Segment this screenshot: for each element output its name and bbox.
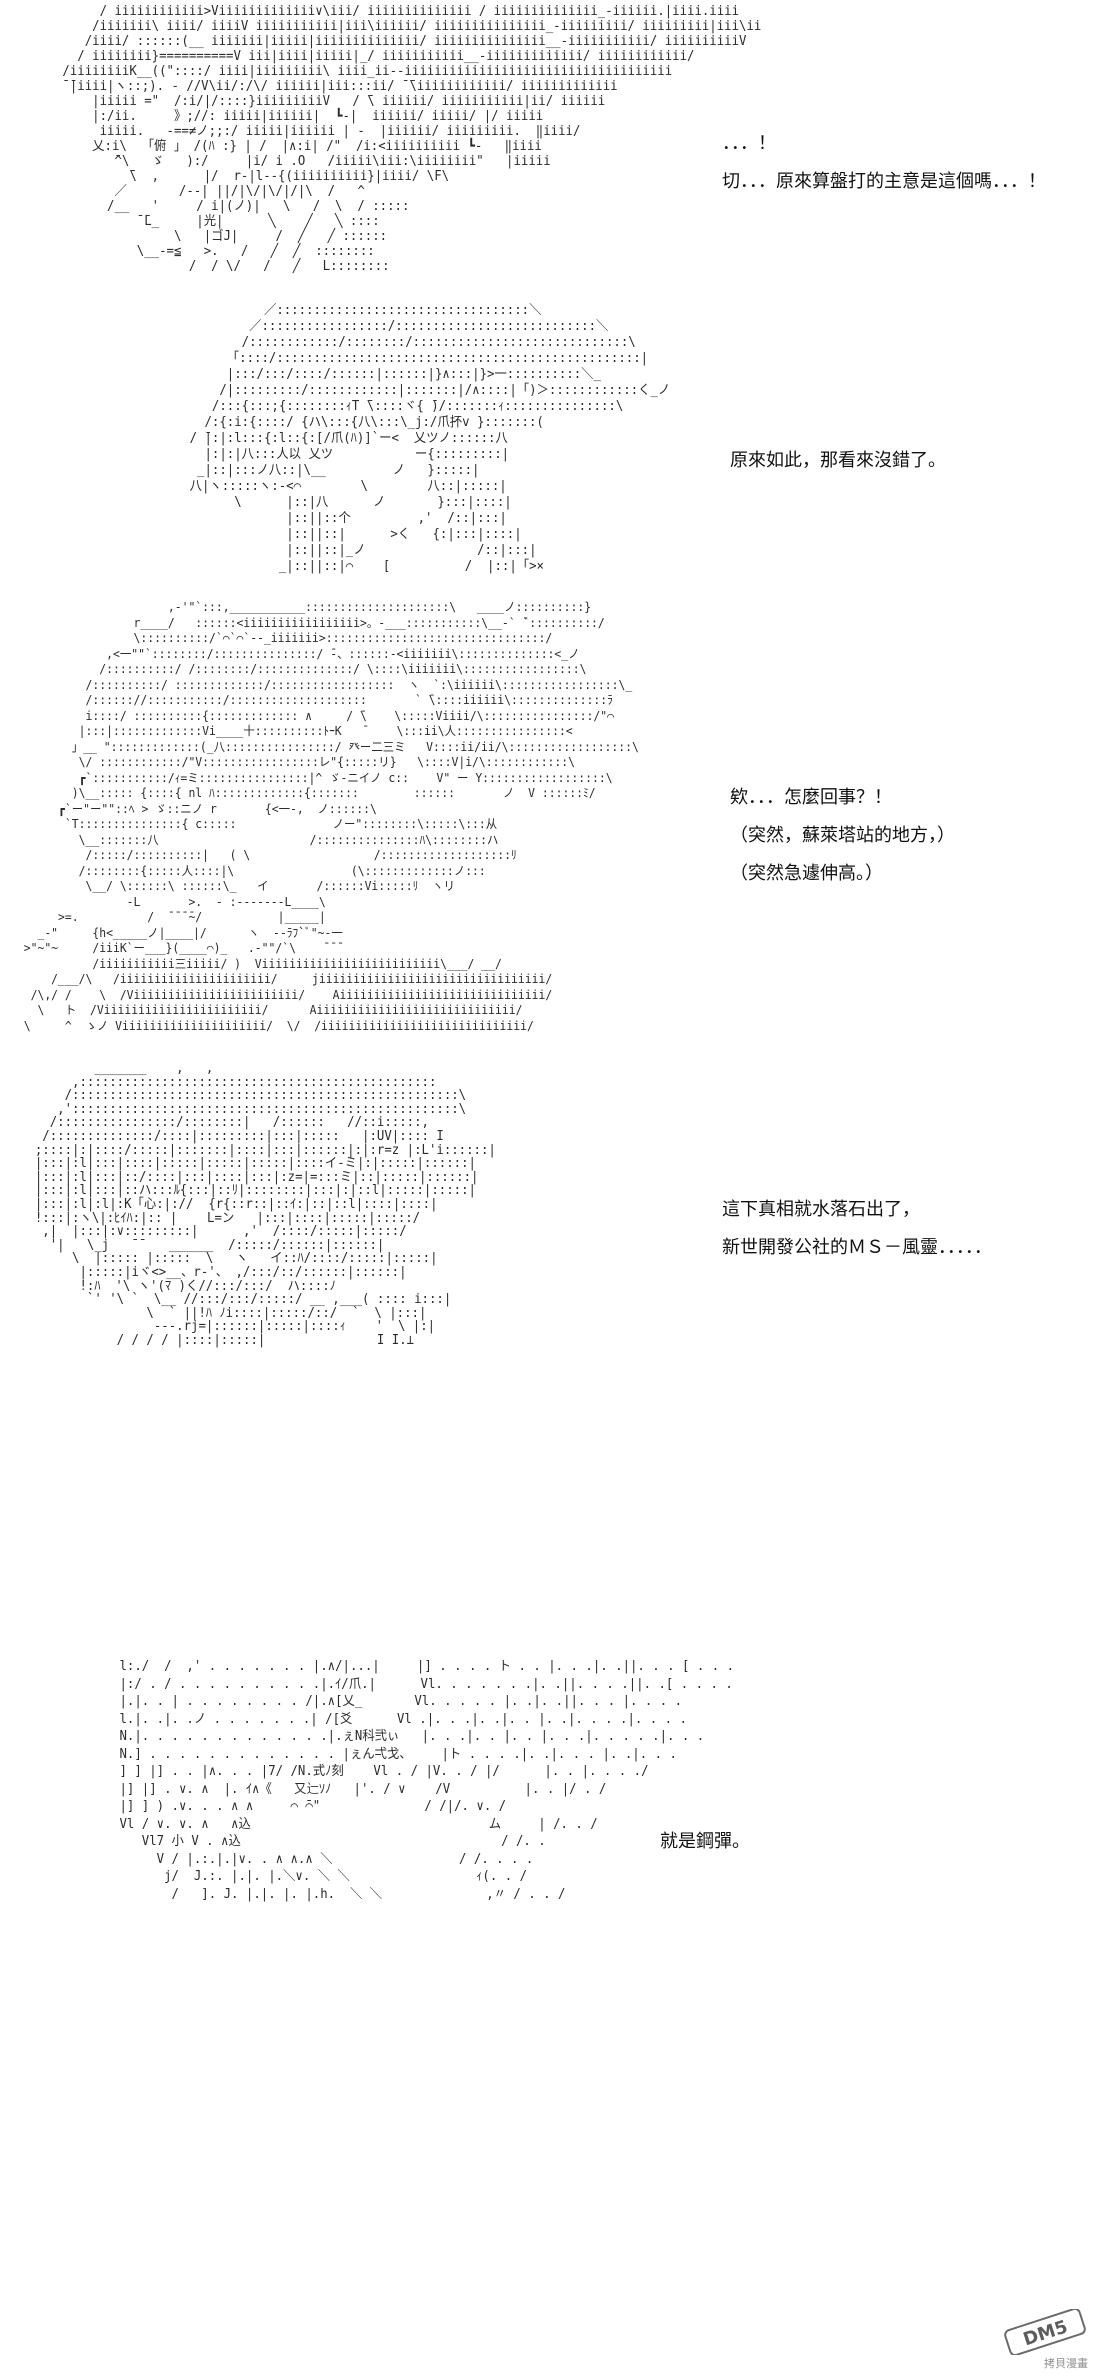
ascii-art-girl-downcast: _______ , , ,:::::::::::::::::::::::::::… (34, 1061, 496, 1348)
dialogue-box: 欸．．．怎麼回事？！ （突然，蘇萊塔站的地方，） （突然急遽伸高。） (730, 784, 955, 888)
watermark-caption: 拷貝漫畫 (1044, 2357, 1088, 2370)
ascii-art-girl: ／::::::::::::::::::::::::::::::::::＼ ／::… (189, 303, 671, 574)
dialogue-line: 原來如此，那看來沒錯了。 (730, 450, 946, 471)
dialogue-line: 切．．．原來算盤打的主意是這個嗎．．．！ (722, 171, 1046, 192)
manga-panel-3: ,-'"`:::,___________::::::::::::::::::::… (0, 598, 1100, 1048)
dialogue-line: 這下真相就水落石出了， (722, 1199, 920, 1220)
dm5-logo-icon: DM5 (1004, 2309, 1086, 2355)
dialogue-line: ．．．！ (722, 133, 776, 154)
dialogue-line: 欸．．．怎麼回事？！ (730, 787, 892, 808)
dialogue-box: 就是鋼彈。 (660, 1828, 750, 1856)
dialogue-line: （突然，蘇萊塔站的地方，） (730, 825, 955, 846)
dialogue-box: ．．．！ 切．．．原來算盤打的主意是這個嗎．．．！ (722, 130, 1046, 196)
dialogue-line: （突然急遽伸高。） (730, 863, 883, 884)
manga-panel-4: _______ , , ,:::::::::::::::::::::::::::… (0, 1058, 1100, 1348)
manga-panel-2: ／::::::::::::::::::::::::::::::::::＼ ／::… (0, 295, 1100, 595)
manga-panel-1: / iiiiiiiiiiii>Viiiiiiiiiiiii∨\iii/ iiii… (0, 0, 1100, 290)
manga-panel-5: l:./ / ,' . . . . . . . |.∧/|...| |] . .… (0, 1358, 1100, 2377)
dialogue-line: 新世開發公社的ＭＳ－風靈．．．．． (722, 1237, 992, 1258)
dialogue-box: 這下真相就水落石出了， 新世開發公社的ＭＳ－風靈．．．．． (722, 1196, 992, 1262)
site-watermark-logo: DM5 (1000, 2309, 1090, 2367)
ascii-art-gundam: l:./ / ,' . . . . . . . |.∧/|...| |] . .… (119, 1659, 735, 1902)
dialogue-box: 原來如此，那看來沒錯了。 (730, 447, 946, 475)
ascii-art-face: / iiiiiiiiiiii>Viiiiiiiiiiiii∨\iii/ iiii… (55, 4, 762, 274)
dialogue-line: 就是鋼彈。 (660, 1831, 750, 1852)
ascii-art-mobile-suit-rising: ,-'"`:::,___________::::::::::::::::::::… (23, 600, 639, 1033)
